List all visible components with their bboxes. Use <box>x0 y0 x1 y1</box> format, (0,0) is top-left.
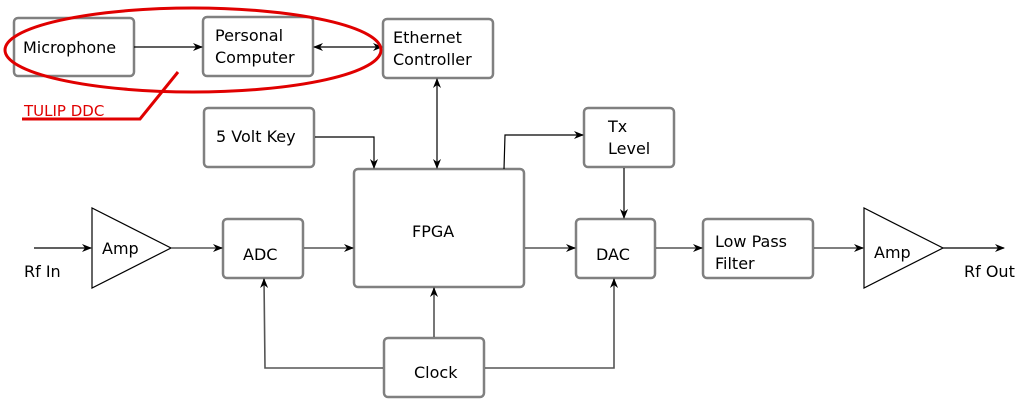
five-volt-key-block: 5 Volt Key <box>202 106 316 169</box>
tulip-ddc-ellipse <box>3 6 383 94</box>
input-amp-triangle: Amp <box>91 207 173 289</box>
ethernet-label-line1: Ethernet <box>393 28 462 47</box>
clock-to-dac-arrow <box>485 278 618 369</box>
tx-label-line1: Tx <box>607 117 627 136</box>
microphone-label: Microphone <box>23 38 116 57</box>
low-pass-filter-block: Low Pass Filter <box>701 217 815 280</box>
fpga-label: FPGA <box>412 222 454 241</box>
lpf-label-line1: Low Pass <box>715 232 787 251</box>
key-label: 5 Volt Key <box>216 127 296 146</box>
pc-label-line1: Personal <box>215 26 283 45</box>
clock-block: Clock <box>382 336 486 399</box>
dac-block: DAC <box>574 217 657 280</box>
fpga-block: FPGA <box>352 167 526 289</box>
lpf-label-line2: Filter <box>715 254 755 273</box>
tulip-ddc-label: TULIP DDC <box>23 102 104 120</box>
output-amp-label: Amp <box>874 243 911 262</box>
input-amp-label: Amp <box>102 239 139 258</box>
clock-to-adc-arrow <box>260 278 383 369</box>
clock-label: Clock <box>414 363 458 382</box>
tx-level-block: Tx Level <box>582 106 676 169</box>
adc-label: ADC <box>243 245 277 264</box>
personal-computer-block: Personal Computer <box>201 15 315 78</box>
dac-label: DAC <box>596 245 630 264</box>
adc-block: ADC <box>221 217 305 280</box>
tx-label-line2: Level <box>608 139 650 158</box>
output-amp-triangle: Amp <box>863 207 945 289</box>
fpga-to-tx-arrow <box>503 131 584 170</box>
ethernet-controller-block: Ethernet Controller <box>381 17 495 80</box>
rf-in-label: Rf In <box>24 262 61 281</box>
rf-out-label: Rf Out <box>964 262 1015 281</box>
ethernet-label-line2: Controller <box>393 50 472 69</box>
pc-label-line2: Computer <box>215 48 295 67</box>
key-to-fpga-arrow <box>315 136 378 169</box>
tulip-ddc-leader-line <box>22 71 180 121</box>
